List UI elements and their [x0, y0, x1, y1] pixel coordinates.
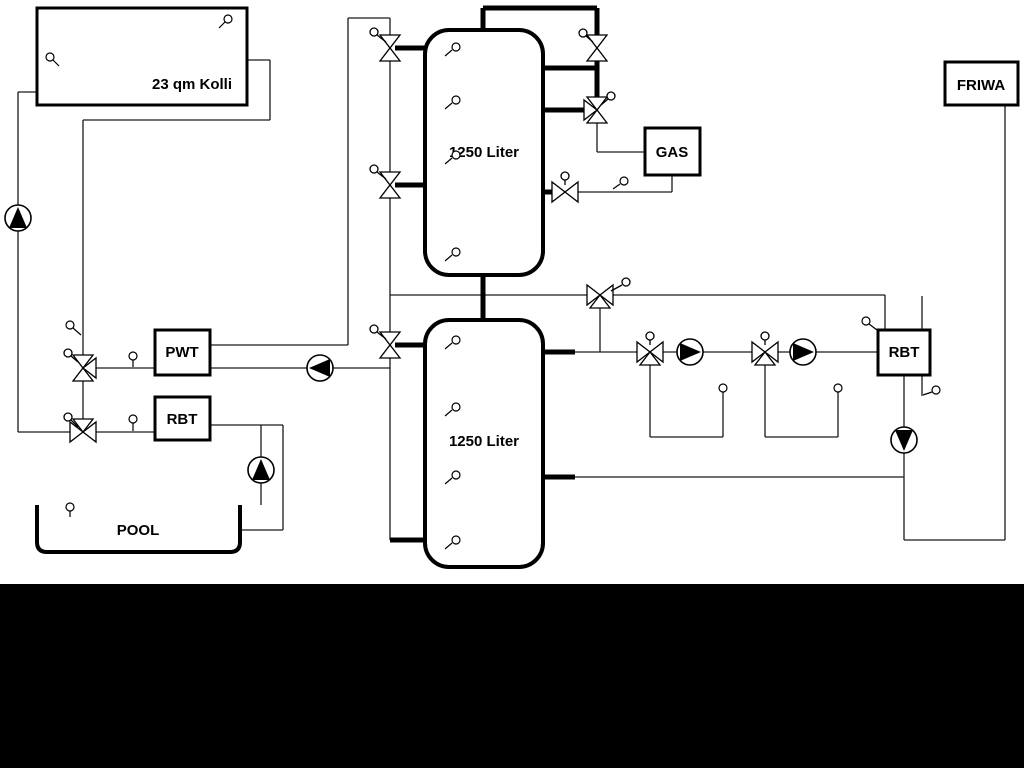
pool-basin: POOL: [35, 502, 242, 554]
gas-boiler: GAS: [643, 126, 702, 177]
temperature-sensor-icon: [218, 14, 233, 29]
tank-sensor-icons: [444, 335, 461, 550]
tank-sensor-icons: [444, 42, 461, 262]
pump-right-icon: [793, 343, 814, 361]
valve-actuator-icon: [369, 27, 379, 37]
mixing-valve-circuit-1[interactable]: [636, 331, 664, 366]
collector-label: 23 qm Kolli: [152, 76, 232, 93]
pipes-thick: [390, 5, 600, 543]
friwa-label: FRIWA: [957, 77, 1005, 94]
bottom-black-band: [0, 584, 1024, 768]
valve-actuator-icon: [760, 331, 770, 341]
gas-label: GAS: [656, 144, 689, 161]
friwa-station: FRIWA: [943, 60, 1020, 107]
pool-label: POOL: [117, 522, 160, 539]
temperature-sensor-icon: [45, 52, 60, 67]
valve-actuator-icon: [645, 331, 655, 341]
three-way-valve-pwt[interactable]: [63, 348, 97, 382]
valve-actuator-icon: [63, 412, 73, 422]
mixing-valve-circuit-2[interactable]: [751, 331, 779, 366]
three-way-valve-distribution[interactable]: [586, 277, 631, 309]
valve-actuator-icon: [621, 277, 631, 287]
pump-tank-loading[interactable]: [306, 354, 334, 382]
pump-down-icon: [895, 430, 913, 451]
pwt-label: PWT: [165, 344, 198, 361]
valve-actuator-icon: [63, 348, 73, 358]
temperature-sensor-icons: [65, 176, 941, 431]
valve-gas-return[interactable]: [551, 171, 579, 204]
valve-actuator-icon: [369, 324, 379, 334]
three-way-valve-pool[interactable]: [63, 412, 97, 444]
pump-up-icon: [252, 459, 270, 480]
temperature-sensor-icon: [65, 502, 75, 517]
three-way-valve-gas-supply[interactable]: [583, 91, 616, 124]
valve-actuator-icon: [369, 164, 379, 174]
pump-circuit-2[interactable]: [789, 338, 817, 366]
pwt-heat-exchanger: PWT: [153, 328, 212, 377]
valve-tank-top-lower[interactable]: [369, 164, 402, 199]
pump-left-icon: [309, 359, 330, 377]
valve-tank-bottom[interactable]: [369, 324, 402, 359]
rbt-left-unit: RBT: [153, 395, 212, 442]
valve-top-header[interactable]: [578, 28, 609, 62]
valve-tank-top-upper[interactable]: [369, 27, 402, 62]
tank-bottom-label: 1250 Liter: [449, 433, 519, 450]
rbt-left-label: RBT: [167, 411, 198, 428]
buffer-tank-top: 1250 Liter: [423, 28, 545, 277]
valve-actuator-icon: [606, 91, 616, 101]
rbt-right-unit: RBT: [876, 328, 932, 377]
pump-pool[interactable]: [247, 456, 275, 484]
pump-up-icon: [9, 207, 27, 228]
valve-actuator-icon: [560, 171, 570, 181]
pump-circuit-1[interactable]: [676, 338, 704, 366]
pump-right-icon: [680, 343, 701, 361]
rbt-right-label: RBT: [889, 344, 920, 361]
valve-actuator-icon: [578, 28, 588, 38]
buffer-tank-bottom: 1250 Liter: [423, 318, 545, 569]
pump-solar[interactable]: [4, 204, 32, 232]
solar-collector: 23 qm Kolli: [35, 6, 249, 107]
pump-dhw-return[interactable]: [890, 426, 918, 454]
tank-top-label: 1250 Liter: [449, 144, 519, 161]
